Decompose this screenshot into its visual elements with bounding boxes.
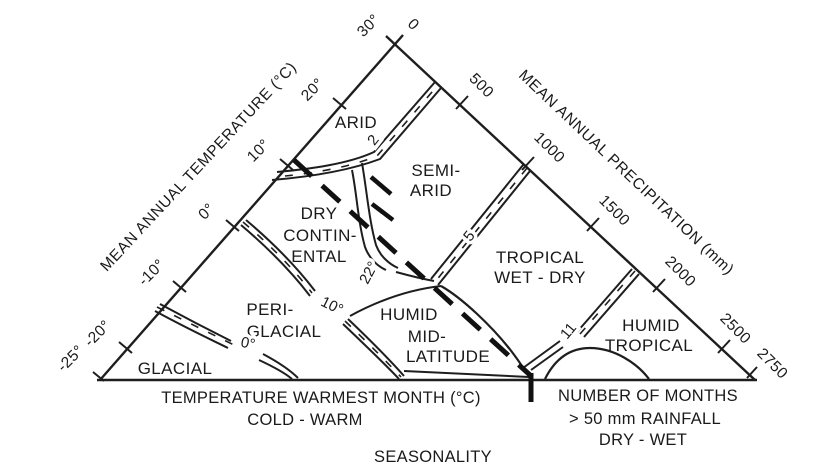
temp-10-line-upper-b <box>240 224 311 297</box>
valley-right-branch-parallel <box>530 346 564 371</box>
isoline-label-0-degrees: 0° <box>239 334 257 354</box>
right-axis-title: MEAN ANNUAL PRECIPITATION (mm) <box>515 67 737 279</box>
temp-10-line-lower-b <box>342 323 400 380</box>
temp-0-curve-b2 <box>258 359 293 380</box>
temp-10-line-lower-a <box>347 318 405 377</box>
left-tick-label: 0° <box>195 200 218 223</box>
right-tick-label: 500 <box>466 70 497 101</box>
isoline-label-11-months: 11 <box>557 320 580 343</box>
right-axis-tick <box>746 366 758 379</box>
dry-continental-right-outer <box>361 162 399 269</box>
region-label-dry-continental: ENTAL <box>291 247 347 266</box>
humid-midlat-top-boundary <box>349 285 442 317</box>
right-tick-label: 2000 <box>661 253 699 291</box>
seasonality-dashed-line <box>292 158 532 377</box>
months-5-line-b <box>437 170 531 286</box>
months-axis-title: NUMBER OF MONTHS <box>558 387 738 405</box>
boundary-hatch-mark <box>369 175 393 196</box>
right-axis-tick <box>455 95 469 110</box>
region-label-glacial: GLACIAL <box>138 359 213 378</box>
temp-0-curve-b1 <box>154 310 229 349</box>
triangle-axes <box>97 34 757 382</box>
right-tick-label: 2500 <box>716 310 754 348</box>
bottom-axis-title: TEMPERATURE WARMEST MONTH (°C) <box>161 389 481 407</box>
region-label-semi-arid: SEMI- <box>411 161 460 180</box>
left-axis-tick <box>118 341 133 354</box>
right-axis-tick <box>717 339 731 354</box>
right-axis-tick <box>652 278 666 293</box>
dry-continental-right-inner <box>351 169 387 271</box>
months-axis-sub: > 50 mm RAINFALL <box>569 410 721 428</box>
months-axis-range: DRY - WET <box>599 431 687 449</box>
temp-10-center-dash-lower <box>344 320 402 378</box>
humid-midlat-bottom-line <box>403 370 530 378</box>
months-11-center-dash <box>579 270 636 335</box>
months-11-line-a <box>576 268 633 333</box>
left-axis-tick <box>225 219 240 232</box>
isoline-label-22-degrees: 22° <box>356 259 382 287</box>
months-5-center-dash <box>434 167 528 283</box>
region-label-tropical-wet-dry: TROPICAL <box>496 248 584 267</box>
temp-0-curve-a2 <box>262 353 299 379</box>
arid-boundary-inner <box>271 87 442 181</box>
right-axis-ticks <box>455 95 758 379</box>
left-tick-label: -25° <box>54 342 87 375</box>
region-label-dry-continental: DRY <box>301 204 338 223</box>
left-tick-label: -20° <box>81 317 114 350</box>
bottom-axis-range: COLD - WARM <box>247 411 362 429</box>
months-5-line-a <box>430 164 524 280</box>
left-tick-label: 10° <box>244 136 273 165</box>
temp-0-curve-a1 <box>159 303 232 342</box>
seasonality-label: SEASONALITY <box>374 448 492 466</box>
region-label-arid: ARID <box>335 113 377 132</box>
humid-tropical-dome <box>544 346 650 380</box>
region-label-humid-mid-latitude: HUMID <box>380 305 438 324</box>
left-axis-line <box>99 34 404 381</box>
region-label-humid-tropical: HUMID <box>622 316 680 335</box>
right-tick-label: 0 <box>404 16 422 34</box>
right-axis-tick <box>586 217 600 232</box>
valley-right-branch <box>522 340 561 369</box>
left-axis-tick <box>332 97 347 110</box>
left-axis-tick <box>279 158 294 171</box>
region-label-tropical-wet-dry: WET - DRY <box>494 268 586 287</box>
right-axis-line <box>385 35 756 381</box>
region-boundaries <box>154 81 650 380</box>
temp-10-line-upper-a <box>245 219 316 292</box>
right-tick-label: 1000 <box>530 129 568 167</box>
right-tick-label: 1500 <box>595 192 633 230</box>
left-tick-label: 30° <box>354 11 383 40</box>
region-label-humid-mid-latitude: LATITUDE <box>406 347 490 366</box>
left-axis-ticks <box>92 97 347 382</box>
region-label-humid-tropical: TROPICAL <box>605 336 693 355</box>
footer-captions: TEMPERATURE WARMEST MONTH (°C) COLD - WA… <box>161 387 738 466</box>
region-labels: ARID SEMI- ARID DRY CONTIN- ENTAL PERI- … <box>138 113 693 378</box>
months-11-line-b <box>583 273 640 338</box>
region-label-humid-mid-latitude: MID- <box>408 327 446 346</box>
right-axis-tick-labels: 0 500 1000 1500 2000 2500 2750 <box>404 16 791 383</box>
left-axis-tick <box>92 371 105 382</box>
right-axis-tick <box>521 156 535 171</box>
region-label-semi-arid: ARID <box>410 181 452 200</box>
region-label-periglacial: GLACIAL <box>247 322 322 341</box>
arid-boundary-outer <box>276 81 436 173</box>
temp-22-boundary <box>395 271 435 282</box>
isoline-label-10-degrees: 10° <box>318 293 346 318</box>
right-tick-label: 2750 <box>753 345 791 383</box>
left-axis-tick <box>172 280 187 293</box>
region-label-dry-continental: CONTIN- <box>283 226 357 245</box>
boundary-hatch-mark <box>370 202 395 222</box>
left-tick-label: -10° <box>135 256 168 289</box>
left-tick-label: 20° <box>298 75 327 104</box>
region-label-periglacial: PERI- <box>246 300 293 319</box>
temp-0-center-dash <box>156 306 241 349</box>
